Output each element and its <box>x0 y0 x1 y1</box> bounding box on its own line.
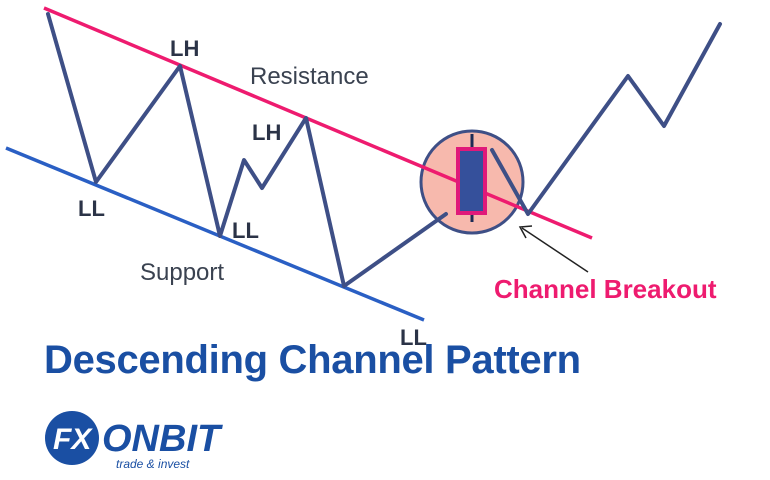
fxonbit-logo: FX ONBIT <box>45 411 223 465</box>
label-resistance: Resistance <box>250 63 369 90</box>
label-ll-2: LL <box>232 218 259 243</box>
logo-tagline: trade & invest <box>116 457 190 471</box>
label-lh-2: LH <box>252 120 281 145</box>
label-lh-1: LH <box>170 36 199 61</box>
candle-body <box>456 147 487 215</box>
breakout-arrow <box>518 225 589 273</box>
logo-fx: FX <box>53 423 93 456</box>
logo-badge <box>45 411 99 465</box>
label-channel-breakout: Channel Breakout <box>494 274 717 304</box>
price-path <box>46 12 448 288</box>
logo-onbit: ONBIT <box>102 418 223 460</box>
label-support: Support <box>140 259 224 286</box>
label-ll-1: LL <box>78 196 105 221</box>
breakout-candlestick <box>456 134 487 222</box>
page-title: Descending Channel Pattern <box>44 338 581 382</box>
support-line <box>5 146 425 322</box>
label-ll-3: LL <box>400 325 427 350</box>
breakout-path <box>490 22 722 216</box>
resistance-line <box>43 6 593 240</box>
